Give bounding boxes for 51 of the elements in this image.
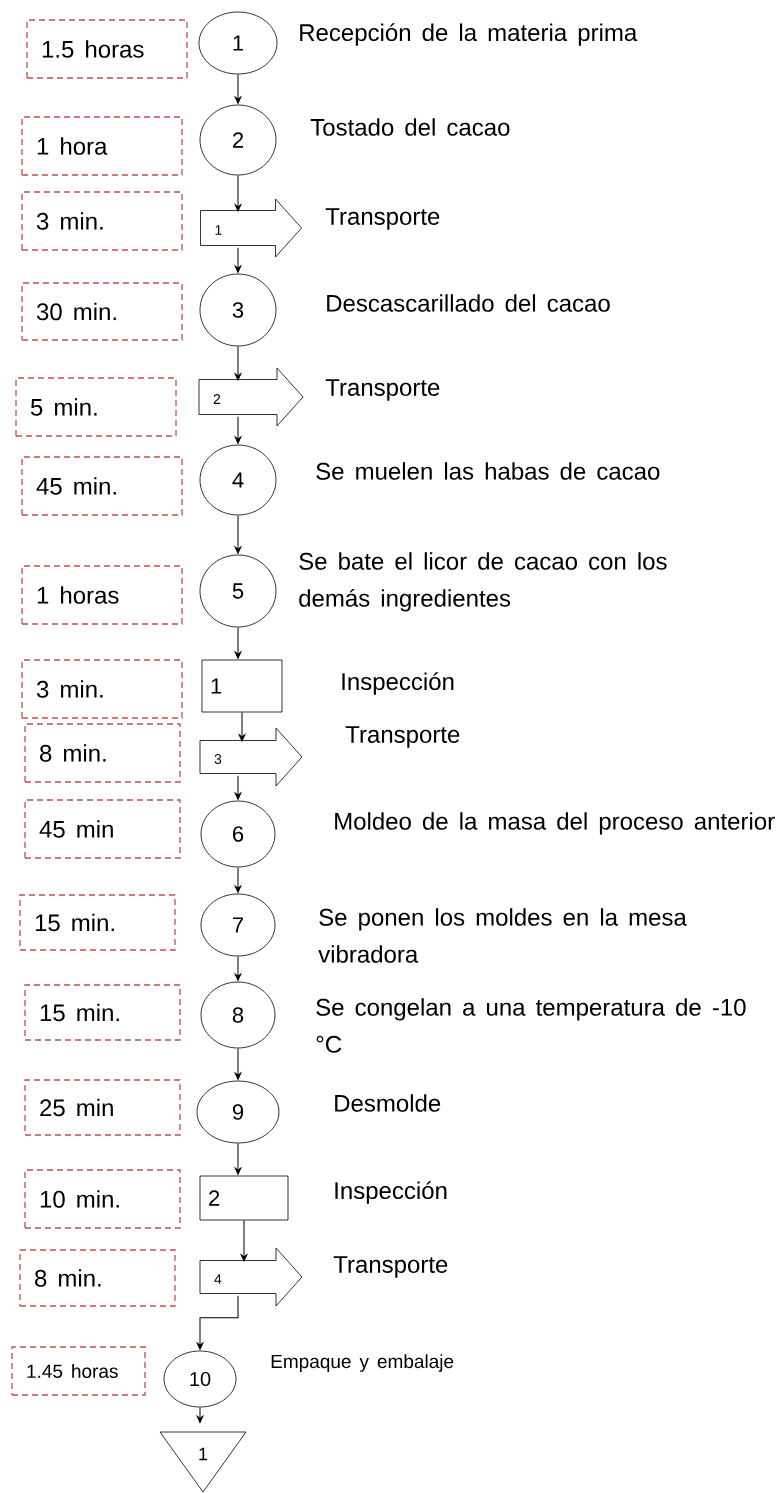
storage-triangle: 1 [159,1431,247,1493]
duration-box: 10 min. [24,1169,181,1229]
step-description: Se congelan a una temperatura de -10 °C [316,998,746,1053]
step-description: Desmolde [335,1094,441,1112]
duration-box: 3 min. [21,659,183,719]
duration-box: 8 min. [24,723,181,783]
arrow [234,247,242,273]
step-description: Transporte [325,208,440,230]
duration-box: 30 min. [21,282,183,341]
arrow [234,626,242,659]
arrow [196,1295,239,1350]
arrow [234,1047,242,1080]
step-description: Transporte [333,1256,448,1278]
step-description: Moldeo de la masa del proceso anterior [335,812,775,835]
duration-box: 8 min. [19,1249,176,1307]
duration-box: 25 min [24,1079,181,1136]
arrow [238,711,246,742]
step-description: Tostado del cacao [310,118,510,136]
step-description: Inspección [342,672,454,695]
arrow [234,345,242,381]
step-description: Se muelen las habas de cacao [316,462,660,480]
duration-box: 5 min. [15,377,177,437]
duration-box: 3 min. [21,191,183,251]
arrow [234,1142,242,1175]
duration-box: 1.45 horas [11,1346,146,1396]
arrow [240,1219,248,1262]
arrow [234,514,242,554]
step-description: Inspección [335,1181,447,1204]
step-description: Descascarillado del cacao [327,294,610,312]
step-description: Se bate el licor de cacao con los demás ingredientes [299,552,667,612]
arrow [196,1406,204,1424]
arrow [234,416,242,444]
arrow [234,955,242,981]
duration-box: 15 min. [24,984,181,1041]
step-description: Recepción de la materia prima [300,23,638,46]
arrow [234,174,242,212]
step-description: Transporte [325,379,440,401]
duration-box: 1 horas [21,565,183,625]
step-description: Empaque y embalaje [271,1354,454,1372]
arrow [234,866,242,893]
duration-box: 1.5 horas [26,19,188,79]
duration-box: 45 min. [21,456,183,516]
duration-box: 45 min [24,799,181,859]
duration-box: 15 min. [19,894,176,951]
duration-box: 1 hora [21,116,183,176]
arrow [234,73,242,104]
inspection-box: 2 [199,1175,289,1221]
step-description: Transporte [345,726,460,748]
inspection-box: 1 [201,659,283,713]
step-description: Se ponen los moldes en la mesa vibradora [318,908,687,963]
arrow [234,775,242,800]
